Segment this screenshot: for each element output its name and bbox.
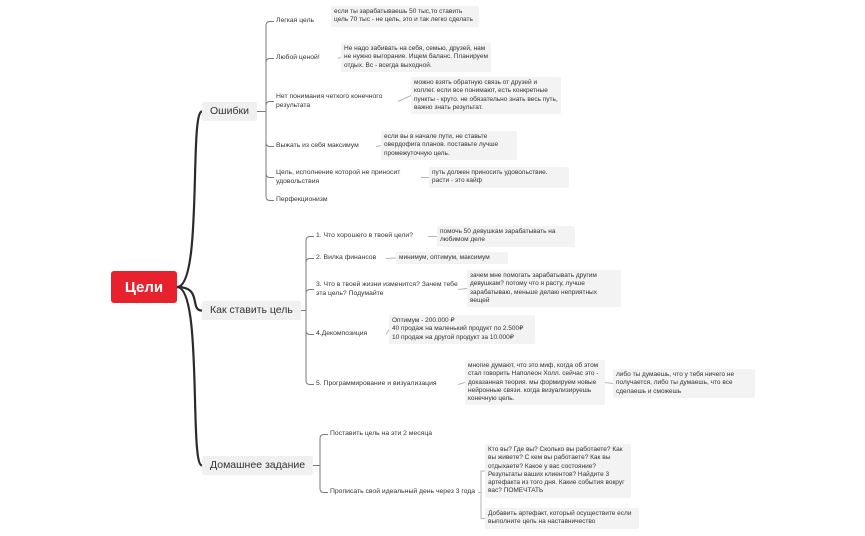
- note-step5-mindset[interactable]: либо ты думаешь, что у тебя ничего не по…: [613, 369, 755, 398]
- note-no-pleasure[interactable]: путь должен приносить удовольствие. раст…: [429, 167, 569, 188]
- connector-topic-step1-what-good: [305, 236, 314, 311]
- connector-note-add-artifact: [478, 492, 485, 519]
- topic-step5-programming[interactable]: 5. Программирование и визуализация: [316, 380, 437, 387]
- topic-no-clear-result[interactable]: Нет понимания четкого конечного результа…: [276, 93, 383, 109]
- connector-note-ideal-day-questions: [478, 470, 485, 493]
- topic-ideal-day-3-years[interactable]: Прописать свой идеальный день через 3 го…: [330, 488, 476, 495]
- connector-topic-set-goal-2-months: [319, 434, 328, 466]
- topic-easy-goal[interactable]: Легкая цель: [276, 17, 315, 24]
- topic-step2-finance-range[interactable]: 2. Вилка финансов: [316, 254, 377, 261]
- connector-topic-squeeze-maximum: [265, 111, 274, 147]
- connector-topic-no-clear-result: [265, 101, 274, 112]
- note-at-any-cost[interactable]: Не надо забивать на себя, семью, друзей,…: [341, 43, 491, 72]
- connector-topic-ideal-day-3-years: [319, 465, 328, 493]
- topic-squeeze-maximum[interactable]: Выжать из себя максимум: [276, 142, 359, 149]
- note-no-clear-result[interactable]: можно взять обратную связь от друзей и к…: [411, 77, 561, 115]
- branch-homework[interactable]: Домашнее задание: [202, 456, 314, 475]
- connector-topic-at-any-cost: [265, 58, 274, 112]
- connector-topic-step2-finance-range: [305, 258, 314, 311]
- connector-root-branch-mistakes: [176, 110, 204, 289]
- connector-root-branch-homework: [176, 285, 204, 467]
- connector-note-step5: [457, 382, 466, 385]
- note-step4[interactable]: Оптимум - 200.000 ₽ 40 продаж на маленьк…: [389, 315, 535, 344]
- note-step2[interactable]: минимум, оптимум, максимум: [396, 252, 508, 265]
- topic-no-pleasure[interactable]: Цель, исполнение которой не приносит удо…: [276, 169, 401, 185]
- connector-topic-step3-what-changes: [305, 289, 314, 311]
- central-topic-goals[interactable]: Цели: [111, 271, 177, 303]
- connector-root-branch-how-to-set-goal: [176, 285, 203, 312]
- topic-set-goal-2-months[interactable]: Поставить цель на эти 2 месяца: [330, 430, 433, 437]
- note-step1[interactable]: помочь 50 девушкам зарабатывать на любим…: [437, 226, 575, 247]
- connector-topic-step5-programming: [305, 310, 314, 385]
- connector-topic-no-pleasure: [265, 111, 274, 178]
- connector-note-step5-mindset: [604, 382, 614, 384]
- topic-step1-what-good[interactable]: 1. Что хорошего в твоей цели?: [316, 232, 413, 239]
- note-easy-goal[interactable]: если ты зарабатываешь 50 тыс,то ставить …: [331, 6, 479, 27]
- note-squeeze-maximum[interactable]: если вы в начале пути, не ставьте овердо…: [381, 131, 517, 160]
- connector-note-step3: [457, 288, 468, 290]
- topic-at-any-cost[interactable]: Любой ценой!: [276, 54, 320, 61]
- branch-how-to-set-goal[interactable]: Как ставить цель: [202, 301, 301, 320]
- note-step3[interactable]: зачем мне помогать зарабатывать другим д…: [467, 270, 621, 308]
- connector-topic-easy-goal: [265, 21, 274, 112]
- connector-topic-step4-decomposition: [305, 310, 314, 335]
- note-step5[interactable]: многие думают, что это миф, когда об это…: [465, 360, 605, 406]
- connector-note-step2: [385, 257, 397, 259]
- topic-step3-what-changes[interactable]: 3. Что в твоей жизни изменится? Зачем те…: [316, 281, 458, 297]
- branch-mistakes[interactable]: Ошибки: [202, 102, 257, 121]
- connector-note-no-clear-result: [397, 95, 412, 102]
- topic-step4-decomposition[interactable]: 4.Декомпозиция: [316, 330, 368, 337]
- topic-perfectionism[interactable]: Перфекционизм: [276, 196, 328, 203]
- connector-topic-perfectionism: [265, 111, 274, 201]
- note-add-artifact[interactable]: Добавить артефакт, который осуществите е…: [485, 508, 639, 529]
- note-ideal-day-questions[interactable]: Кто вы? Где вы? Сколько вы работаете? Ка…: [485, 444, 631, 498]
